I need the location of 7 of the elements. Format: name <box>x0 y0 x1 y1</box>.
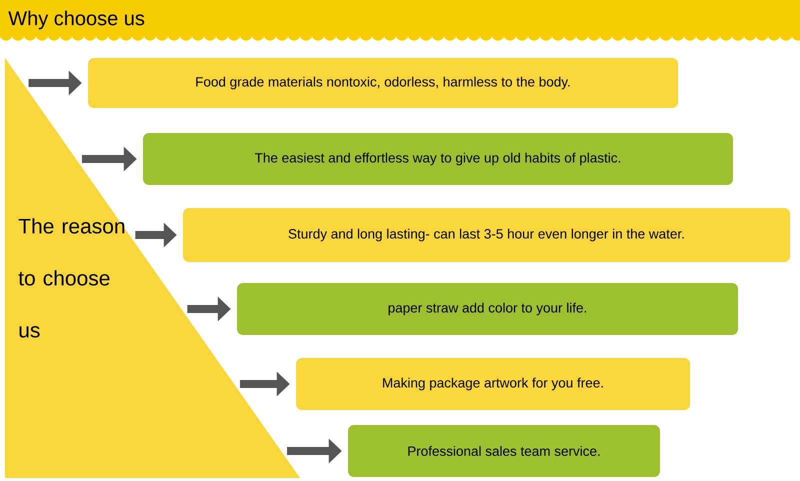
text-box: Food grade materials nontoxic, odorless, harmless to the body. <box>88 58 678 108</box>
text-box: Sturdy and long lasting- can last 3-5 hour even longer in the water. <box>183 208 790 262</box>
text-box: Professional sales team service. <box>348 424 660 477</box>
text-box: The easiest and effortless way to give up old habits of plastic. <box>143 133 733 185</box>
title-band: Why choose us <box>0 0 800 40</box>
text-box: paper straw add color to your life. <box>237 282 738 335</box>
text-box: Making package artwork for you free. <box>296 358 690 410</box>
